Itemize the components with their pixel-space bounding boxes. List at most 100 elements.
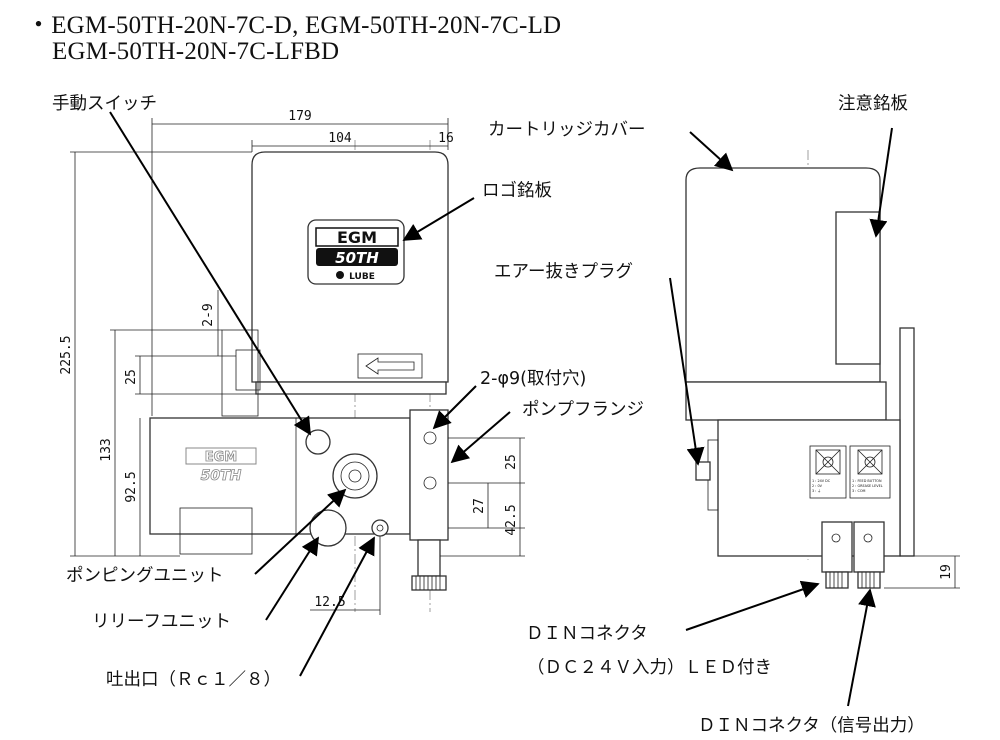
label-mount-holes: 2-φ9(取付穴) [480,369,587,389]
side-view: 1 : 24V DC 2 : 0V 3 : ⏚ 1 : FEED BUTTON … [685,150,960,589]
label-din-power-line1: ＤＩＮコネクタ [526,624,648,644]
emboss-brand-frame [185,447,257,465]
emboss-brand-text: EGM [205,450,238,465]
arrow-caution-plate [869,127,893,238]
dim-25-right: 25 [504,454,519,470]
label-din-signal: ＤＩＮコネクタ（信号出力） [698,716,925,736]
terminal-signal-center [864,456,876,468]
leader-arrows [109,111,893,707]
mount-hole-upper [423,431,437,445]
knurl-lines [415,576,441,590]
label-pump-flange: ポンプフランジ [522,400,644,420]
din-signal-gland [857,571,881,589]
terminal-plate-signal [849,445,891,499]
terminal-plates: 1 : 24V DC 2 : 0V 3 : ⏚ 1 : FEED BUTTON … [809,445,891,499]
flange-stem [417,539,441,577]
arrow-pumping-unit [254,488,347,575]
terminal-power-cross [815,449,841,475]
direction-arrow-icon [365,357,415,375]
outlet-port [371,519,389,537]
arrow-relief-unit [265,536,319,621]
label-din-power-line2: （ＤＣ２４Ｖ入力）ＬＥＤ付き [527,658,772,678]
cartridge-cover-side [685,167,881,383]
dim-225-5: 225.5 [59,335,74,374]
arrow-air-vent [669,277,705,466]
front-view: EGM 50TH LUBE EGM 50TH 179 104 16 225.5 [59,109,525,615]
caution-plate [835,211,881,365]
title-line-2: EGM-50TH-20N-7C-LFBD [52,38,340,65]
arrow-logo-plate [402,197,475,241]
arrow-din-power [685,580,820,631]
arrow-din-signal [847,588,876,707]
terminal-left-line-2: 2 : 0V [812,484,823,488]
label-logo-plate: ロゴ銘板 [482,181,552,201]
logo-maker-mark [336,271,344,279]
din-connector-signal [853,521,885,573]
logo-maker-text: LUBE [349,272,375,282]
label-air-vent-plug: エアー抜きプラグ [494,262,633,282]
label-pumping-unit: ポンピングユニット [66,566,224,586]
emboss-model-text: 50TH [201,468,242,484]
body-embossed-logo: EGM 50TH [185,447,257,484]
arrow-pump-flange [450,411,511,464]
relief-unit-body [309,509,347,547]
dim-179: 179 [288,109,311,124]
terminal-power-center [822,456,834,468]
arrow-cartridge-cover [689,131,734,172]
dim-19: 19 [939,564,954,580]
pump-flange-front [409,409,449,541]
label-manual-switch: 手動スイッチ [52,94,157,114]
pumping-unit-outer [332,453,378,499]
logo-model-text: 50TH [335,249,379,267]
air-vent-plug [695,461,711,481]
din-signal-screw [863,533,873,543]
din-power-screw [831,533,841,543]
logo-model-band [316,248,398,266]
arrow-manual-switch [109,111,311,436]
manual-switch-button [305,429,331,455]
terminal-signal-square [857,449,883,475]
pumping-unit-inner [340,461,370,491]
gland-knurl-lines [829,572,875,588]
din-connector-power [821,521,853,573]
label-cartridge-cover: カートリッジカバー [488,120,646,140]
logo-brand-text: EGM [337,228,377,247]
logo-brand-frame [315,227,399,247]
terminal-plate-power [809,445,847,499]
logo-plate: EGM 50TH LUBE [307,219,405,285]
terminal-signal-cross [857,449,883,475]
terminal-power-square [815,449,841,475]
direction-arrow-box [357,353,423,379]
dim-12-5: 12.5 [314,595,345,610]
din-power-gland [825,571,849,589]
dim-27: 27 [472,498,487,514]
terminal-right-line-2: 2 : GREASE LEVEL [852,484,883,488]
upper-housing-detail [235,349,261,391]
side-band [685,381,887,421]
arrow-outlet [299,536,375,677]
label-outlet: 吐出口（Ｒｃ１／８） [106,670,281,690]
dim-133: 133 [99,438,114,461]
dim-42-5: 42.5 [504,504,519,535]
flange-knurl [411,575,447,591]
motor-plate [179,507,253,555]
label-caution-plate: 注意銘板 [838,94,908,114]
dim-104: 104 [328,131,352,146]
cartridge-band [255,381,447,395]
pumping-unit-core [348,469,362,483]
title-line-1: ・EGM-50TH-20N-7C-D, EGM-50TH-20N-7C-LD [26,12,562,39]
mount-hole-lower [423,476,437,490]
outlet-port-hole [376,524,384,532]
terminal-left-line-1: 1 : 24V DC [812,479,831,483]
terminal-right-line-1: 1 : FEED BUTTON [852,479,882,483]
arrow-mount-holes [432,385,477,430]
dim-2-9: 2-9 [201,303,216,326]
dim-92-5: 92.5 [124,471,139,502]
terminal-right-line-3: 3 : COM [852,489,865,493]
terminal-left-line-3: 3 : ⏚ [812,488,821,493]
dim-16: 16 [438,131,454,146]
side-bracket [899,327,915,557]
upper-housing-block [221,329,259,417]
label-relief-unit: リリーフユニット [92,612,231,632]
